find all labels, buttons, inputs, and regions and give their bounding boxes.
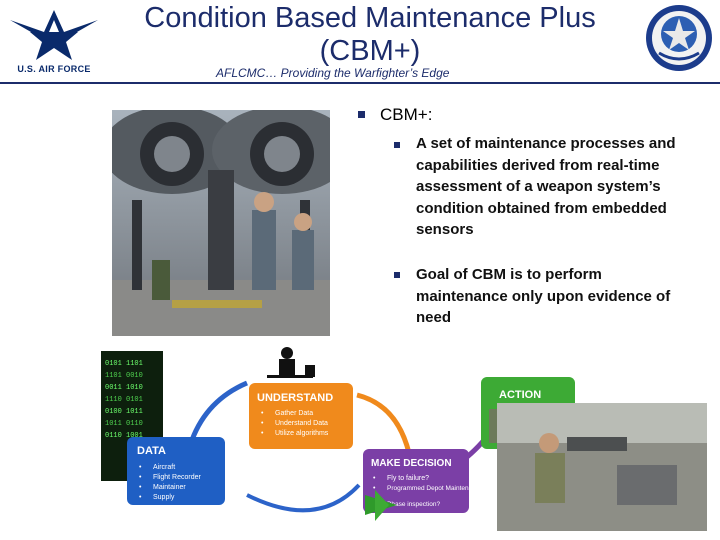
page-subtitle: AFLCMC… Providing the Warfighter’s Edge xyxy=(216,66,450,80)
understand-item: Gather Data xyxy=(275,410,313,417)
make-decision-box: MAKE DECISION • Fly to failure? • Progra… xyxy=(363,449,487,513)
seal-emblem-icon xyxy=(646,5,712,71)
aflcmc-seal xyxy=(645,3,713,73)
sub-bullet-marker xyxy=(394,272,400,278)
svg-text:•: • xyxy=(139,474,142,481)
svg-text:1011 0110: 1011 0110 xyxy=(105,420,143,428)
air-force-wings-icon xyxy=(10,10,98,60)
data-box-title: DATA xyxy=(137,445,166,457)
logo-wordmark: U.S. AIR FORCE xyxy=(17,64,91,74)
svg-text:1101 0010: 1101 0010 xyxy=(105,372,143,380)
svg-text:0011 1010: 0011 1010 xyxy=(105,384,143,392)
data-box: DATA • Aircraft • Flight Recorder • Main… xyxy=(127,437,225,505)
maintenance-photo xyxy=(112,110,330,336)
main-bullet: CBM+: xyxy=(380,105,433,124)
bullet-marker xyxy=(358,111,365,118)
page-title: Condition Based Maintenance Plus (CBM+) xyxy=(144,2,596,67)
decision-item: Programmed Depot Maintenance? xyxy=(387,485,487,492)
svg-text:•: • xyxy=(261,430,264,437)
svg-text:•: • xyxy=(373,485,376,492)
svg-text:0100 1011: 0100 1011 xyxy=(105,408,143,416)
airplane-icon xyxy=(365,490,397,521)
cycle-arrow xyxy=(246,483,361,513)
svg-text:0101 1101: 0101 1101 xyxy=(105,360,143,368)
data-item: Flight Recorder xyxy=(153,474,202,481)
svg-text:•: • xyxy=(261,420,264,427)
action-maintainer-photo xyxy=(497,403,707,531)
svg-text:•: • xyxy=(373,475,376,482)
analyst-silhouette-icon xyxy=(267,347,315,378)
svg-text:•: • xyxy=(139,464,142,471)
understand-item: Understand Data xyxy=(275,420,328,427)
data-item: Supply xyxy=(153,494,175,501)
svg-text:•: • xyxy=(139,494,142,501)
sub-bullet-goal: Goal of CBM is to perform maintenance on… xyxy=(416,266,671,326)
decision-item: Phase inspection? xyxy=(387,501,441,508)
data-item: Aircraft xyxy=(153,464,175,471)
decision-item: Fly to failure? xyxy=(387,475,429,482)
svg-text:•: • xyxy=(139,484,142,491)
understand-box: UNDERSTAND • Gather Data • Understand Da… xyxy=(249,383,353,449)
svg-text:0110 1001: 0110 1001 xyxy=(105,432,143,440)
sub-bullet-definition: A set of maintenance processes and capab… xyxy=(416,135,676,238)
aircraft-maintenance-image xyxy=(112,110,330,336)
understand-item: Utilize algorithms xyxy=(275,430,329,437)
cycle-arrow xyxy=(356,392,412,454)
understand-box-title: UNDERSTAND xyxy=(257,392,333,404)
svg-text:•: • xyxy=(261,410,264,417)
action-box-title: ACTION xyxy=(499,389,541,401)
data-item: Maintainer xyxy=(153,484,186,491)
cycle-arrow xyxy=(189,380,248,441)
air-force-logo: U.S. AIR FORCE xyxy=(8,6,100,76)
cbm-cycle-diagram: 0101 1101 1101 0010 0011 1010 1110 0101 … xyxy=(97,345,713,532)
decision-box-title: MAKE DECISION xyxy=(371,458,452,469)
svg-text:1110 0101: 1110 0101 xyxy=(105,396,143,404)
header-divider xyxy=(0,82,720,84)
sub-bullet-marker xyxy=(394,142,400,148)
